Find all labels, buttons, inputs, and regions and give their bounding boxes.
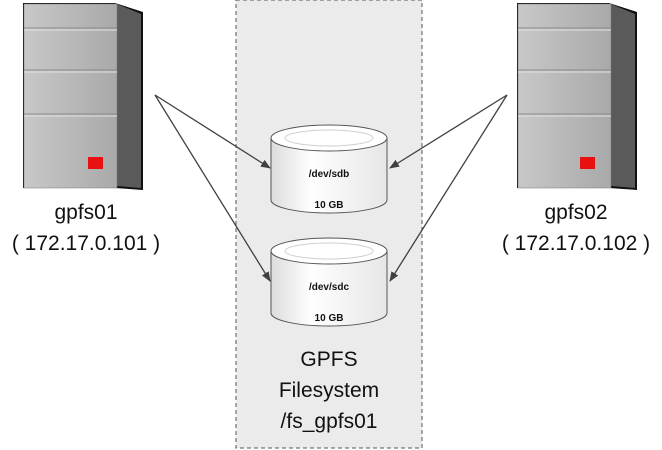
filesystem-container: [235, 0, 423, 449]
arrow-gpfs02-to-sdc: [389, 94, 508, 282]
server-gpfs01-name: gpfs01: [54, 201, 117, 224]
server-indicator-light: [580, 157, 595, 169]
disk-sdb-size: 10 GB: [315, 200, 344, 211]
arrow-gpfs01-to-sdc: [154, 94, 271, 282]
server-gpfs01-icon: [23, 3, 143, 190]
disk-sdb-icon: [270, 124, 388, 214]
server-gpfs01-ip: ( 172.17.0.101 ): [12, 232, 160, 255]
disk-sdc-device: /dev/sdc: [309, 282, 349, 293]
disk-sdc-icon: [270, 237, 388, 327]
arrow-gpfs02-to-sdb: [389, 94, 508, 169]
filesystem-label-line-3: /fs_gpfs01: [281, 410, 378, 433]
server-indicator-light: [88, 157, 103, 169]
server-gpfs02-ip: ( 172.17.0.102 ): [502, 232, 650, 255]
server-gpfs02-icon: [517, 3, 637, 190]
filesystem-label-line-2: Filesystem: [279, 379, 379, 402]
connection-arrows: [154, 94, 508, 282]
disk-sdc-size: 10 GB: [315, 313, 344, 324]
arrow-gpfs01-to-sdb: [154, 94, 271, 169]
server-gpfs02-name: gpfs02: [544, 201, 607, 224]
filesystem-label-line-1: GPFS: [300, 348, 357, 371]
disk-sdb-device: /dev/sdb: [309, 169, 350, 180]
